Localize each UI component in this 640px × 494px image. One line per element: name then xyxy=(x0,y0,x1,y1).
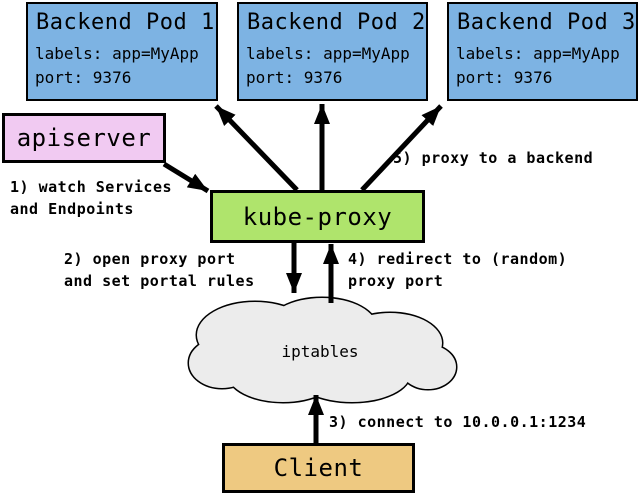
step-5-label: 5) proxy to a backend xyxy=(393,149,594,167)
pod-1-port: port: 9376 xyxy=(35,68,132,87)
arrow-kube-proxy-to-pod3 xyxy=(360,104,443,192)
apiserver-box: apiserver xyxy=(2,113,166,163)
pod-2-port: port: 9376 xyxy=(246,68,343,87)
iptables-label: iptables xyxy=(281,342,359,361)
iptables-cloud xyxy=(187,296,458,404)
step-4-label: 4) redirect to (random) proxy port xyxy=(348,250,568,290)
kube-proxy-label: kube-proxy xyxy=(242,202,393,231)
pod-3-title: Backend Pod 3 xyxy=(457,10,636,35)
step-1-label: 1) watch Services and Endpoints xyxy=(10,178,173,218)
apiserver-label: apiserver xyxy=(16,124,152,152)
client-label: Client xyxy=(273,454,364,482)
pod-1-title: Backend Pod 1 xyxy=(36,10,215,35)
pod-1-labels: labels: app=MyApp xyxy=(35,44,199,63)
pod-3-labels: labels: app=MyApp xyxy=(456,44,620,63)
pod-2-labels: labels: app=MyApp xyxy=(246,44,410,63)
backend-pod-3-box: Backend Pod 3 labels: app=MyApp port: 93… xyxy=(447,2,638,101)
arrow-kube-proxy-to-pod1 xyxy=(214,104,299,192)
kube-proxy-box: kube-proxy xyxy=(210,190,425,243)
backend-pod-1-box: Backend Pod 1 labels: app=MyApp port: 93… xyxy=(26,2,218,101)
step-3-label: 3) connect to 10.0.0.1:1234 xyxy=(329,413,587,431)
pod-3-port: port: 9376 xyxy=(456,68,553,87)
pod-2-title: Backend Pod 2 xyxy=(247,10,426,35)
backend-pod-2-box: Backend Pod 2 labels: app=MyApp port: 93… xyxy=(237,2,428,101)
step-2-label: 2) open proxy port and set portal rules xyxy=(64,250,255,290)
client-box: Client xyxy=(222,443,415,493)
arrow-apiserver-to-kube-proxy xyxy=(162,161,210,194)
